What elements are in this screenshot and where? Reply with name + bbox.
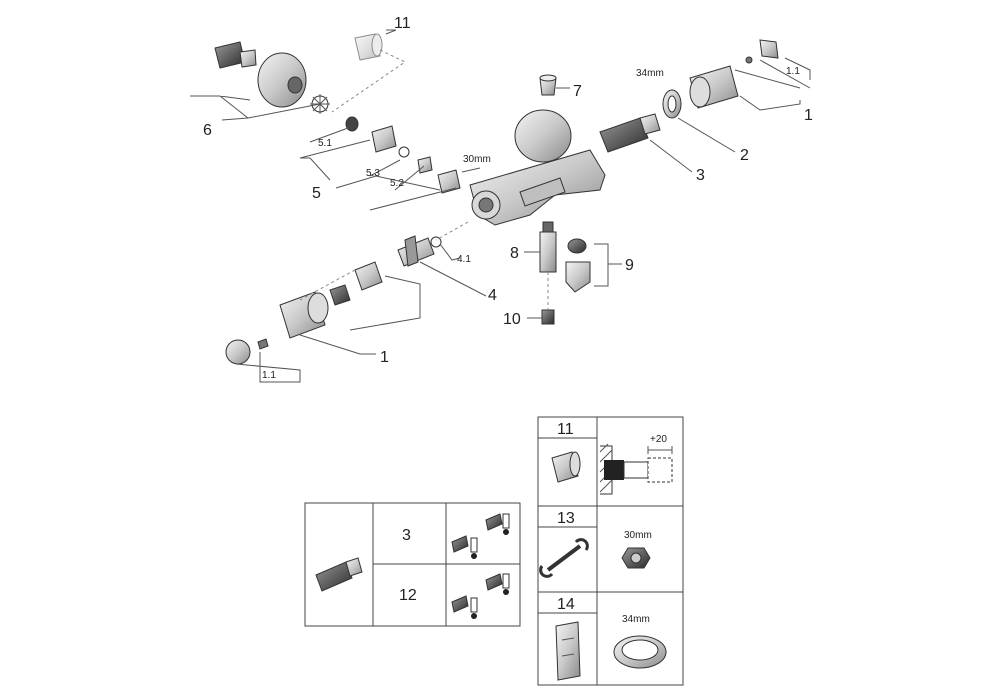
mixer-body <box>469 109 606 226</box>
part-7-cap <box>539 74 557 96</box>
part-4-check-valve <box>397 235 442 267</box>
callout-2: 2 <box>740 147 749 164</box>
callout-4: 4 <box>488 287 497 304</box>
part-1-right-handle <box>689 39 779 109</box>
part-10-nut <box>541 309 555 325</box>
callout-34mm-top: 34mm <box>636 68 664 79</box>
spare-parts-table-left: 3 12 <box>304 502 521 627</box>
callout-9: 9 <box>625 257 634 274</box>
callout-1-1-bottom: 1.1 <box>262 370 276 381</box>
sleeve-tool-icon <box>555 621 581 681</box>
callout-7: 7 <box>573 83 582 100</box>
part-5-eccentric-set <box>345 116 461 194</box>
callout-5-2: 5.2 <box>390 178 404 189</box>
callout-1-1-top: 1.1 <box>786 66 800 77</box>
part-8-spindle <box>539 221 557 273</box>
nut-dimension: 30mm <box>624 530 652 541</box>
table-right-label-13: 13 <box>557 510 575 527</box>
callout-10: 10 <box>503 311 521 328</box>
callout-4-1: 4.1 <box>457 254 471 265</box>
cartridge-set-icon-3 <box>451 513 510 559</box>
part-2-ring <box>662 89 682 119</box>
callout-8: 8 <box>510 245 519 262</box>
callout-6: 6 <box>203 122 212 139</box>
extension-adapter-icon <box>551 451 581 483</box>
callout-5: 5 <box>312 185 321 202</box>
spare-parts-table-right: 11 13 14 +20 30mm <box>537 416 684 686</box>
table-left-label-12: 12 <box>399 587 417 604</box>
callout-30mm-top: 30mm <box>463 154 491 165</box>
part-1-left-sleeve-assembly <box>225 261 383 365</box>
part-11-adapter <box>354 33 383 61</box>
cartridge-set-icon-12 <box>451 573 510 619</box>
cartridge-icon <box>315 557 363 592</box>
nut-icon <box>621 547 651 569</box>
table-left-label-3: 3 <box>402 527 411 544</box>
callout-1-right: 1 <box>804 107 813 124</box>
extension-dimension: +20 <box>650 434 667 445</box>
ring-dimension: 34mm <box>622 614 650 625</box>
part-9-diverter <box>565 238 591 293</box>
callout-5-1: 5.1 <box>318 138 332 149</box>
callout-11: 11 <box>394 15 411 32</box>
table-right-label-11: 11 <box>557 421 574 438</box>
table-right-label-14: 14 <box>557 596 575 613</box>
leader-lines <box>190 29 811 383</box>
part-6-connector-and-rosette <box>214 41 330 114</box>
callout-5-3: 5.3 <box>366 168 380 179</box>
part-3-thermostatic-cartridge <box>599 113 661 153</box>
extension-installation-icon: +20 <box>599 434 673 495</box>
callout-3: 3 <box>696 167 705 184</box>
callout-1-left: 1 <box>380 349 389 366</box>
ring-icon <box>613 635 667 669</box>
wrench-icon <box>539 538 589 578</box>
